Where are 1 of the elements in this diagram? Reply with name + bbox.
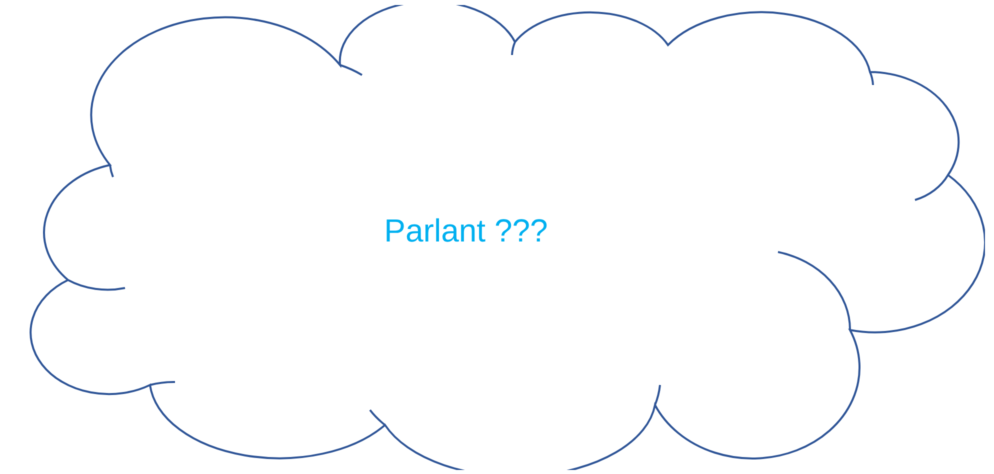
cloud-text: Parlant ??? bbox=[384, 212, 548, 250]
